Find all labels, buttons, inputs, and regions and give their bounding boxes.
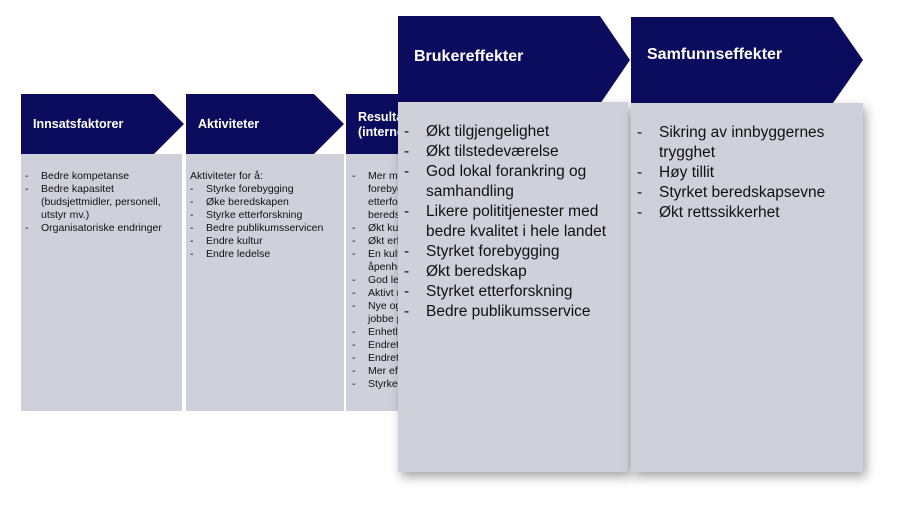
header-aktiviteter: Aktiviteter <box>186 94 344 154</box>
list-item: Sikring av innbyggernes trygghet <box>637 123 855 163</box>
list-item: Økt rettssikkerhet <box>637 203 855 223</box>
list-item: forebyg <box>368 183 404 195</box>
column-brukereffekter: Brukereffekter Økt tilgjengelighet Økt t… <box>398 16 630 472</box>
list-item: Styrke etterforskning <box>190 209 338 222</box>
list-item: Endret <box>352 339 480 352</box>
list-item: Øke beredskapen <box>190 196 338 209</box>
list-item: Likere polititjenester med bedre kvalite… <box>404 202 620 242</box>
list-item: Økt beredskap <box>404 262 620 282</box>
list-brukereffekter: Økt tilgjengelighet Økt tilstedeværelse … <box>404 122 620 322</box>
list-item: Aktivt r <box>352 287 480 300</box>
list-item: Styrket <box>352 378 480 391</box>
list-item: God lokal forankring og samhandling <box>404 162 620 202</box>
list-item: God le <box>352 274 480 287</box>
header-innsatsfaktorer: Innsatsfaktorer <box>21 94 184 154</box>
header-title: Innsatsfaktorer <box>33 117 124 131</box>
aktiviteter-intro: Aktiviteter for å: <box>190 170 263 182</box>
column-aktiviteter: Aktiviteter Aktiviteter for å: Styrke fo… <box>186 94 344 411</box>
header-title: Aktiviteter <box>198 117 260 131</box>
list-item: Høy tillit <box>637 163 855 183</box>
list-item: Mer ma <box>352 170 480 183</box>
list-item: Mer eff <box>352 365 480 378</box>
list-aktiviteter: Styrke forebygging Øke beredskapen Styrk… <box>190 183 338 261</box>
header-title-line2: (interne <box>358 125 404 139</box>
column-innsatsfaktorer: Innsatsfaktorer Bedre kompetanse Bedre k… <box>21 94 184 411</box>
list-item: jobbe p <box>368 313 403 325</box>
list-item: Bedre publikumsservice <box>404 302 620 322</box>
list-innsatsfaktorer: Bedre kompetanse Bedre kapasitet (budsje… <box>25 170 176 235</box>
list-item: Bedre publikumsservicen <box>190 222 338 235</box>
header-title: Brukereffekter <box>414 48 524 65</box>
list-item: Styrket etterforskning <box>404 282 620 302</box>
list-item: Endre kultur <box>190 235 338 248</box>
header-samfunnseffekter: Samfunnseffekter <box>631 17 863 103</box>
list-item: Økt tilstedeværelse <box>404 142 620 162</box>
panel-samfunnseffekter: Sikring av innbyggernes trygghet Høy til… <box>631 103 863 472</box>
header-title: Samfunnseffekter <box>647 46 783 63</box>
list-item: Økt tilgjengelighet <box>404 122 620 142</box>
list-item: Nye og <box>352 300 480 313</box>
list-item: Bedre kapasitet (budsjettmidler, persone… <box>25 183 176 222</box>
panel-innsatsfaktorer: Bedre kompetanse Bedre kapasitet (budsje… <box>21 154 182 411</box>
list-item: etterfor <box>368 196 402 208</box>
column-samfunnseffekter: Samfunnseffekter Sikring av innbyggernes… <box>631 17 863 472</box>
list-item: Organisatoriske endringer <box>25 222 176 235</box>
list-item: Styrket forebygging <box>404 242 620 262</box>
header-brukereffekter: Brukereffekter <box>398 16 630 104</box>
list-item: Bedre kompetanse <box>25 170 176 183</box>
list-samfunnseffekter: Sikring av innbyggernes trygghet Høy til… <box>637 123 855 223</box>
panel-aktiviteter: Aktiviteter for å: Styrke forebygging Øk… <box>186 154 344 411</box>
list-item: En kult <box>352 248 480 261</box>
list-item: Endre ledelse <box>190 248 338 261</box>
header-title: Resulta (interne <box>358 110 404 140</box>
list-item: Endret <box>352 352 480 365</box>
panel-brukereffekter: Økt tilgjengelighet Økt tilstedeværelse … <box>398 102 628 472</box>
header-title-line1: Resulta <box>358 110 404 124</box>
list-item: åpenhe <box>368 261 404 273</box>
list-resultater: Mer ma forebyg etterfor bereds Økt ku Øk… <box>352 170 480 391</box>
list-item: Styrket beredskapsevne <box>637 183 855 203</box>
list-item: Enhetli <box>352 326 480 339</box>
list-item: bereds <box>368 209 401 221</box>
list-item: Styrke forebygging <box>190 183 338 196</box>
list-item: Økt ku <box>352 222 480 235</box>
list-item: Økt erf <box>352 235 480 248</box>
